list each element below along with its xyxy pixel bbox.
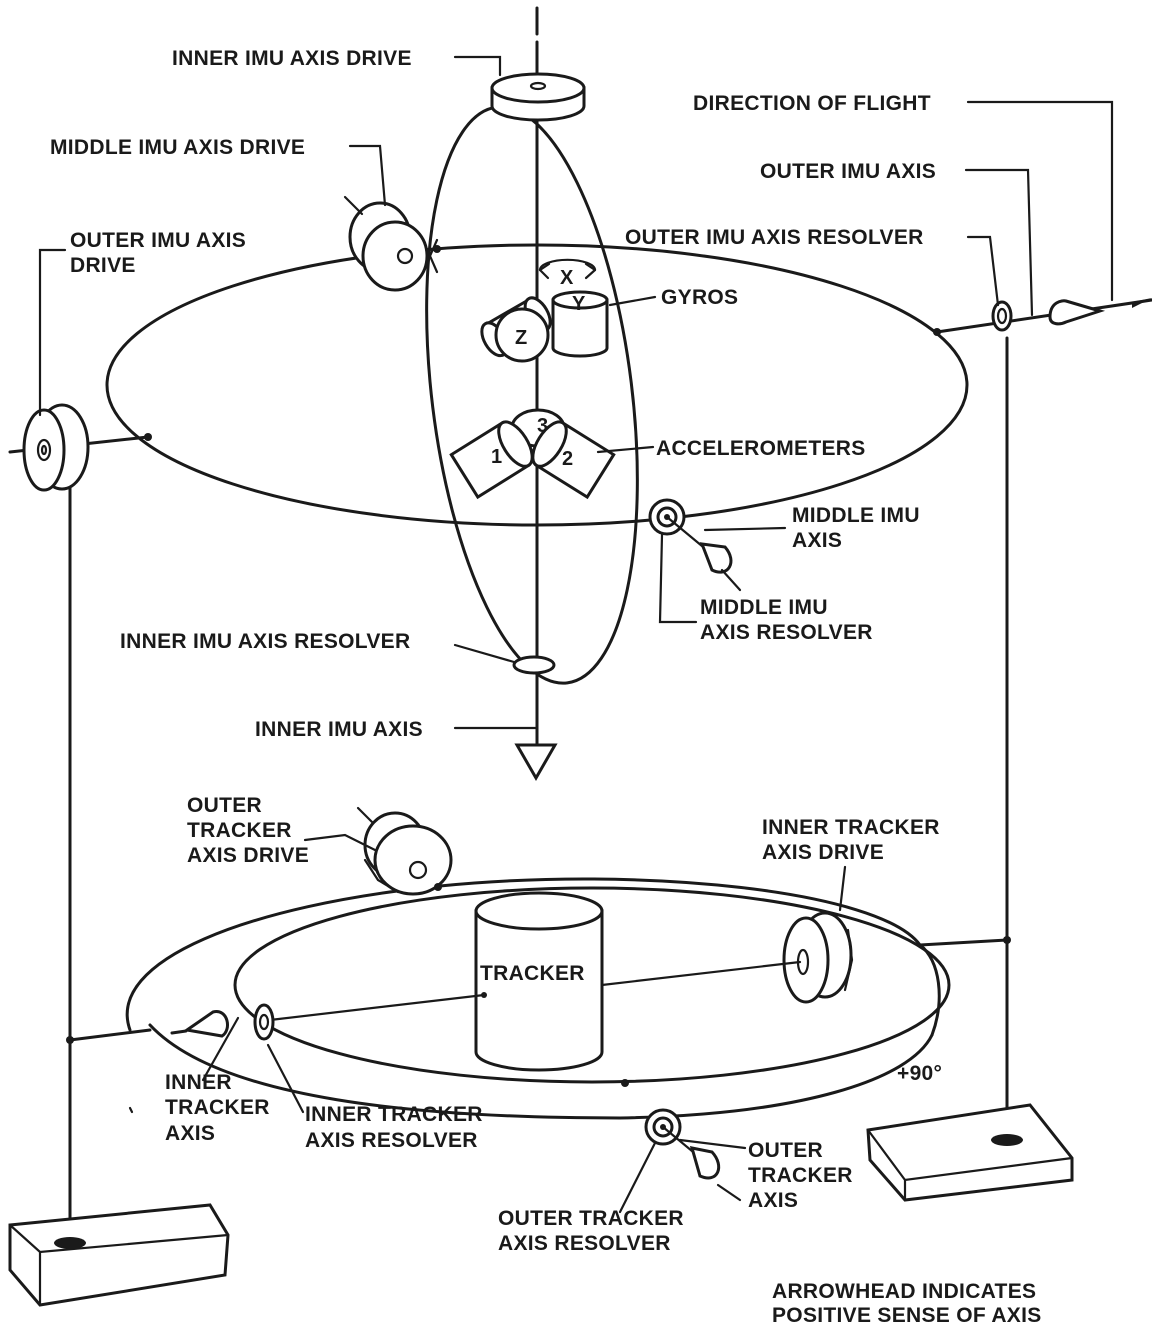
gyro-label-z: Z	[515, 327, 527, 349]
inner-imu-axis-drive	[492, 74, 584, 120]
label-accelerometers: ACCELEROMETERS	[656, 437, 866, 460]
inner-imu-axis-arrow	[517, 745, 555, 778]
label-middle-imu-axis-drive: MIDDLE IMU AXIS DRIVE	[50, 136, 305, 159]
label-outer-tracker-axis-drive-3: AXIS DRIVE	[187, 844, 309, 867]
inner-imu-axis-resolver	[514, 657, 554, 673]
label-outer-tracker-axis-3: AXIS	[748, 1189, 798, 1212]
label-inner-imu-axis-resolver: INNER IMU AXIS RESOLVER	[120, 630, 410, 653]
outer-imu-axis-drive	[10, 405, 152, 490]
accelerometers	[451, 410, 613, 497]
right-mounting-base	[868, 1105, 1072, 1200]
label-middle-imu-axis-2: AXIS	[792, 529, 842, 552]
label-middle-imu-axis-resolver-2: AXIS RESOLVER	[700, 621, 873, 644]
gyros	[477, 260, 607, 361]
imu-assembly	[10, 8, 1152, 778]
inner-tracker-axis-resolver	[172, 1005, 273, 1039]
label-inner-imu-axis: INNER IMU AXIS	[255, 718, 423, 741]
label-inner-tracker-axis-2: TRACKER	[165, 1096, 270, 1119]
accelerometer-label-2: 2	[562, 448, 573, 470]
label-tracker: TRACKER	[480, 962, 585, 985]
label-outer-imu-axis-resolver: OUTER IMU AXIS RESOLVER	[625, 226, 924, 249]
label-outer-tracker-axis-drive-1: OUTER	[187, 794, 262, 817]
label-outer-imu-axis-drive-1: OUTER IMU AXIS	[70, 229, 246, 252]
label-direction-of-flight: DIRECTION OF FLIGHT	[693, 92, 931, 115]
accelerometer-label-1: 1	[491, 446, 502, 468]
label-inner-tracker-axis-resolver-1: INNER TRACKER	[305, 1103, 483, 1126]
label-outer-tracker-axis-resolver-2: AXIS RESOLVER	[498, 1232, 671, 1255]
middle-imu-gimbal-ring	[397, 95, 666, 695]
accelerometer-label-3: 3	[537, 415, 548, 437]
label-plus-90: +90°	[897, 1062, 942, 1085]
label-outer-tracker-axis-drive-2: TRACKER	[187, 819, 292, 842]
label-note-line-2: POSITIVE SENSE OF AXIS	[772, 1304, 1042, 1327]
middle-imu-axis-drive	[345, 197, 437, 290]
label-outer-tracker-axis-1: OUTER	[748, 1139, 823, 1162]
inner-tracker-axis-drive	[784, 913, 852, 1002]
label-inner-tracker-axis-drive-2: AXIS DRIVE	[762, 841, 884, 864]
label-inner-imu-axis-drive: INNER IMU AXIS DRIVE	[172, 47, 412, 70]
gyro-label-y: Y	[572, 293, 586, 315]
outer-tracker-axis-drive	[358, 808, 451, 894]
label-inner-tracker-axis-1: INNER	[165, 1071, 232, 1094]
label-outer-imu-axis: OUTER IMU AXIS	[760, 160, 936, 183]
left-mounting-base	[10, 1205, 228, 1305]
label-outer-imu-axis-drive-2: DRIVE	[70, 254, 136, 277]
label-outer-tracker-axis-2: TRACKER	[748, 1164, 853, 1187]
label-gyros: GYROS	[661, 286, 738, 309]
label-inner-tracker-axis-3: AXIS	[165, 1122, 215, 1145]
label-middle-imu-axis-1: MIDDLE IMU	[792, 504, 920, 527]
label-note-line-1: ARROWHEAD INDICATES	[772, 1280, 1036, 1303]
label-inner-tracker-axis-resolver-2: AXIS RESOLVER	[305, 1129, 478, 1152]
label-outer-tracker-axis-resolver-1: OUTER TRACKER	[498, 1207, 684, 1230]
label-inner-tracker-axis-drive-1: INNER TRACKER	[762, 816, 940, 839]
gyro-label-x: X	[560, 267, 574, 289]
label-middle-imu-axis-resolver-1: MIDDLE IMU	[700, 596, 828, 619]
